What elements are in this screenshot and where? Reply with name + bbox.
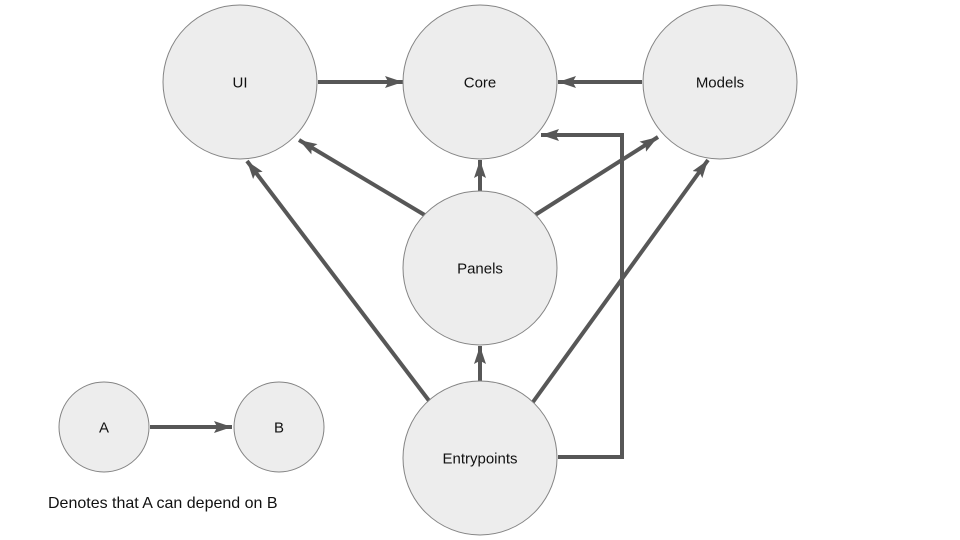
node-legend-b: B <box>233 381 325 473</box>
node-models-shape <box>642 4 798 160</box>
node-core-label: Core <box>464 74 497 91</box>
node-legend-a-label: A <box>99 419 109 436</box>
node-entrypoints-label: Entrypoints <box>442 450 517 467</box>
node-legend-a: A <box>58 381 150 473</box>
node-models: Models <box>642 4 798 160</box>
node-core-shape <box>402 4 558 160</box>
node-panels-label: Panels <box>457 260 503 277</box>
node-legend-b-label: B <box>274 419 284 436</box>
legend-caption: Denotes that A can depend on B <box>48 495 278 512</box>
node-panels-shape <box>402 190 558 346</box>
node-ui-shape <box>162 4 318 160</box>
node-legend-b-shape <box>233 381 325 473</box>
node-ui-label: UI <box>233 74 248 91</box>
node-entrypoints-shape <box>402 380 558 536</box>
node-entrypoints: Entrypoints <box>402 380 558 536</box>
node-panels: Panels <box>402 190 558 346</box>
edges-layer <box>150 76 710 459</box>
node-legend-a-shape <box>58 381 150 473</box>
node-core: Core <box>402 4 558 160</box>
edge-panels-to-ui <box>297 138 430 219</box>
node-ui: UI <box>162 4 318 160</box>
edge-entrypoints-to-core <box>541 129 624 459</box>
edge-panels-to-models <box>533 135 660 217</box>
edge-entrypoints-to-ui <box>245 159 432 404</box>
node-models-label: Models <box>696 74 744 91</box>
